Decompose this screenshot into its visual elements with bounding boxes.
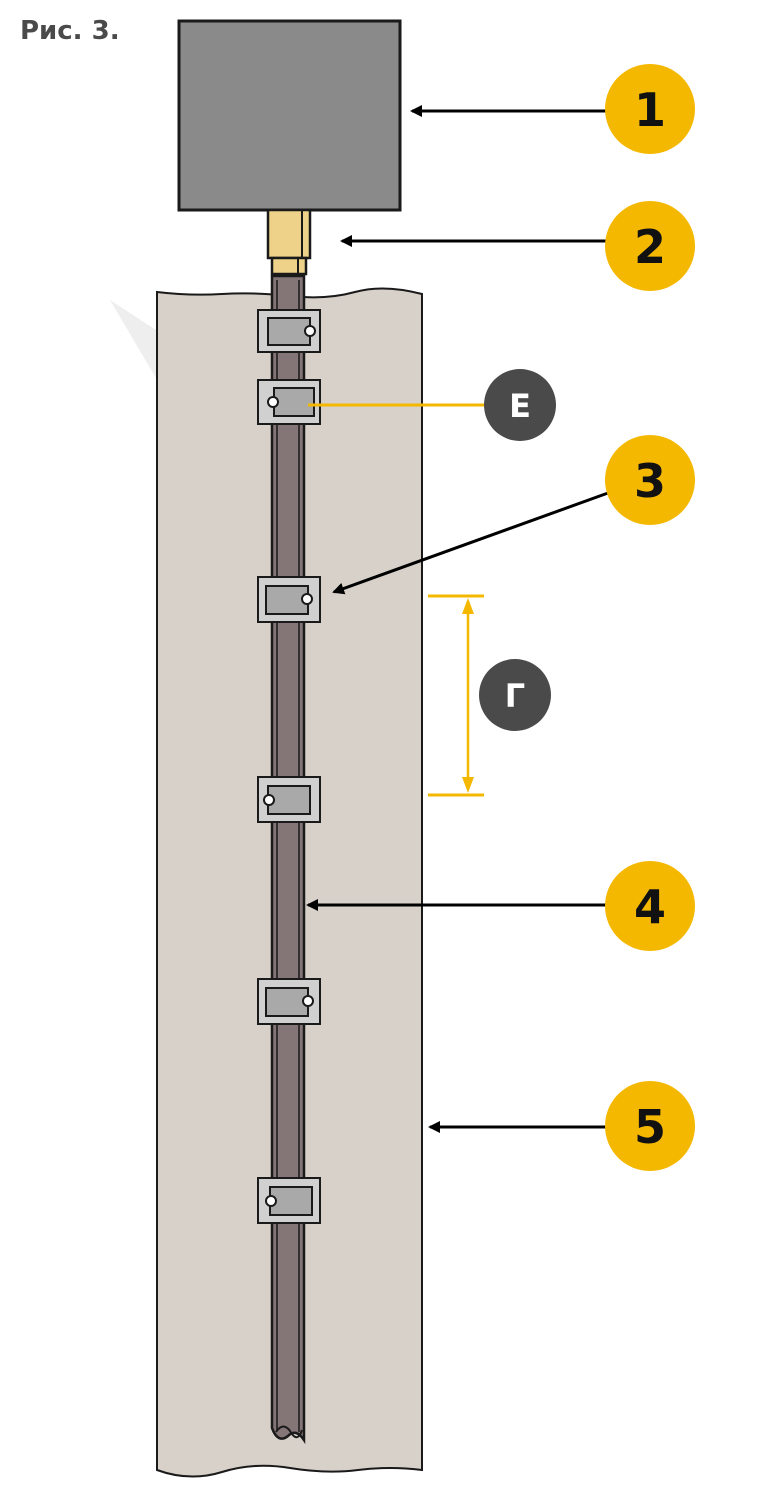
callout-2-number: 2 [634, 220, 666, 274]
callout-4: 4 [605, 861, 695, 951]
callout-5-number: 5 [634, 1100, 666, 1154]
callout-3-number: 3 [634, 454, 666, 508]
clamp-5 [257, 978, 321, 1025]
junction-box [177, 19, 402, 212]
marker-g-label: Г [505, 677, 525, 715]
clamp-6 [257, 1177, 321, 1224]
callout-3: 3 [605, 435, 695, 525]
clamp-4 [257, 776, 321, 823]
callout-1: 1 [605, 64, 695, 154]
cable-gland [266, 208, 312, 276]
callout-4-number: 4 [634, 880, 666, 934]
arrow-3 [332, 491, 609, 595]
clamp-3 [257, 576, 321, 623]
shadow-wedge [110, 300, 156, 378]
clamp-2 [257, 379, 321, 425]
callout-1-number: 1 [634, 83, 666, 137]
marker-e: Е [484, 369, 556, 441]
marker-e-label: Е [509, 387, 531, 425]
callout-2: 2 [605, 201, 695, 291]
spacing-dimension [428, 594, 484, 797]
figure-caption: Рис. 3. [20, 16, 120, 46]
clamp-1 [257, 309, 321, 353]
marker-g: Г [479, 659, 551, 731]
heating-cable [270, 274, 306, 1445]
callout-5: 5 [605, 1081, 695, 1171]
